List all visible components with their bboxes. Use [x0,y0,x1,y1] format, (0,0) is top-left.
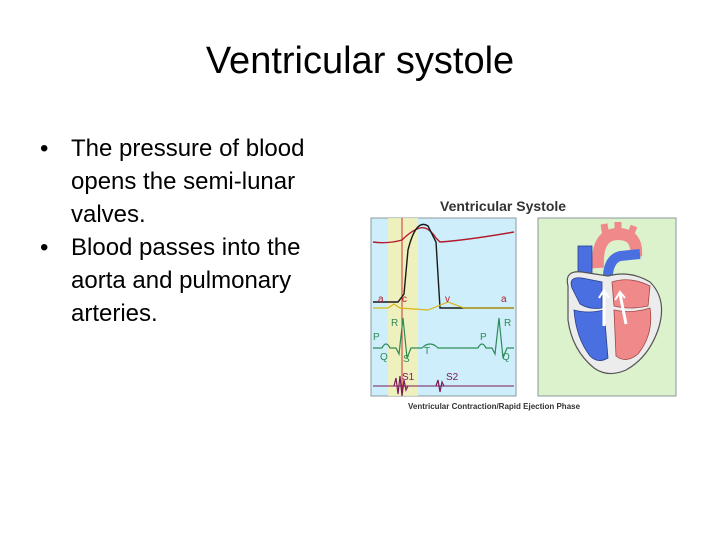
ecg-label: R [504,318,511,329]
wave-label: a [501,294,507,305]
wiggers-diagram: a c v a P R P R Q S T Q S1 S2 [370,217,517,397]
wave-label: c [402,294,407,305]
slide-title: Ventricular systole [205,40,515,82]
bullet-text: The pressure of blood opens the semi-lun… [71,135,305,228]
bullet-item: • The pressure of blood opens the semi-l… [40,132,360,231]
bullet-text: Blood passes into the aorta and pulmonar… [71,234,301,327]
figure-heading: Ventricular Systole [440,198,566,214]
heart-illustration [537,217,677,397]
ecg-label: R [391,318,398,329]
heart-sound-s2 [435,379,445,393]
atrial-pressure-curve [373,301,514,311]
ecg-label: Q [380,352,388,363]
cardiac-cycle-figure: Ventricular Systole a c v a P R P R Q S … [368,190,680,415]
ecg-label: P [373,332,380,343]
wave-label: v [445,294,450,305]
ventricular-pressure-curve [373,223,514,309]
ecg-label: P [480,332,487,343]
bullet-marker: • [40,234,49,261]
ecg-label: S [403,354,410,365]
sound-label: S2 [446,372,459,383]
systole-highlight [388,218,418,396]
heart-sound-s1 [393,375,409,397]
ecg-label: T [424,346,430,357]
bullet-marker: • [40,135,49,162]
ecg-label: Q [502,352,510,363]
bullet-item: • Blood passes into the aorta and pulmon… [40,231,360,330]
wave-label: a [378,294,384,305]
sound-label: S1 [402,372,415,383]
aortic-pressure-curve [372,227,515,244]
bullet-list: • The pressure of blood opens the semi-l… [40,132,360,330]
figure-caption: Ventricular Contraction/Rapid Ejection P… [408,402,581,411]
ecg-trace [373,317,514,359]
